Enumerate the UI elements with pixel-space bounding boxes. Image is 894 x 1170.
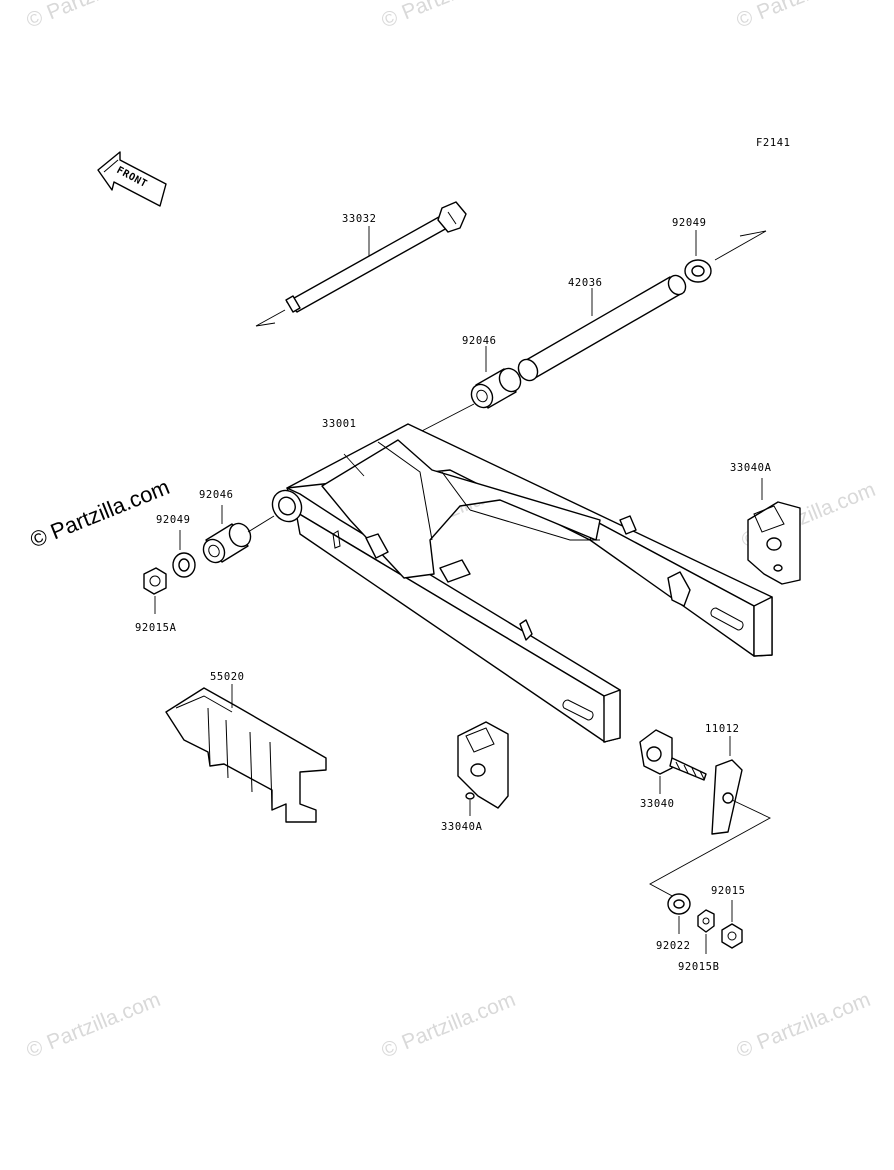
part-label-55020: 55020 (210, 671, 245, 683)
chain-adjuster (639, 729, 707, 794)
watermark-text: Partzilla.com (399, 0, 519, 24)
chain-adjuster-plate-right (747, 478, 801, 585)
watermark-symbol: © (378, 1035, 401, 1062)
washer-92022 (667, 893, 691, 934)
leader-line (649, 799, 771, 899)
figure-code: F2141 (756, 137, 791, 149)
watermark-symbol: © (23, 1035, 46, 1062)
watermark-symbol: © (733, 5, 756, 32)
part-label-92015A: 92015A (135, 622, 177, 634)
watermark-text: Partzilla.com (399, 988, 519, 1054)
watermark-symbol: © (378, 5, 401, 32)
part-label-33001: 33001 (322, 418, 357, 430)
watermark-text: Partzilla.com (754, 0, 874, 24)
leader-line (343, 453, 365, 477)
collar-top (684, 230, 767, 283)
adjuster-plate-11012 (711, 736, 743, 835)
part-label-92015: 92015 (711, 885, 746, 897)
collar-left (172, 530, 196, 578)
chain-adjuster-plate-bottom (457, 721, 509, 816)
part-label-33040: 33040 (640, 798, 675, 810)
part-label-92049-left: 92049 (156, 514, 191, 526)
part-label-92046-top: 92046 (462, 335, 497, 347)
part-label-92046-left: 92046 (199, 489, 234, 501)
part-label-33032: 33032 (342, 213, 377, 225)
needle-bearing-left (202, 505, 275, 564)
nut-92015B (697, 909, 715, 954)
watermark-main: © Partzilla.com (27, 474, 174, 553)
watermark-symbol: © (733, 1035, 756, 1062)
part-label-33040A-bottom: 33040A (441, 821, 483, 833)
part-label-92049-top: 92049 (672, 217, 707, 229)
part-labels: 33032 92049 42036 92046 33001 33040A 920… (135, 213, 772, 973)
needle-bearing-top (415, 367, 522, 435)
watermark-text: Partzilla.com (754, 988, 874, 1054)
chain-guide (165, 684, 327, 823)
watermark-symbol: © (23, 5, 46, 32)
pivot-tube (517, 274, 687, 382)
nut-92015 (721, 900, 743, 949)
front-arrow-icon: FRONT (97, 151, 167, 207)
part-label-33040A-right: 33040A (730, 462, 772, 474)
pivot-nut-left (143, 567, 167, 614)
watermark-main-text: Partzilla.com (47, 474, 173, 544)
watermark-main-symbol: © (27, 523, 51, 552)
part-label-92015B: 92015B (678, 961, 720, 973)
pivot-bolt (255, 201, 467, 327)
watermark-text: Partzilla.com (44, 0, 164, 24)
watermark-text: Partzilla.com (44, 988, 164, 1054)
swing-arm (271, 423, 773, 743)
part-label-11012: 11012 (705, 723, 740, 735)
part-label-92022: 92022 (656, 940, 691, 952)
part-label-42036: 42036 (568, 277, 603, 289)
